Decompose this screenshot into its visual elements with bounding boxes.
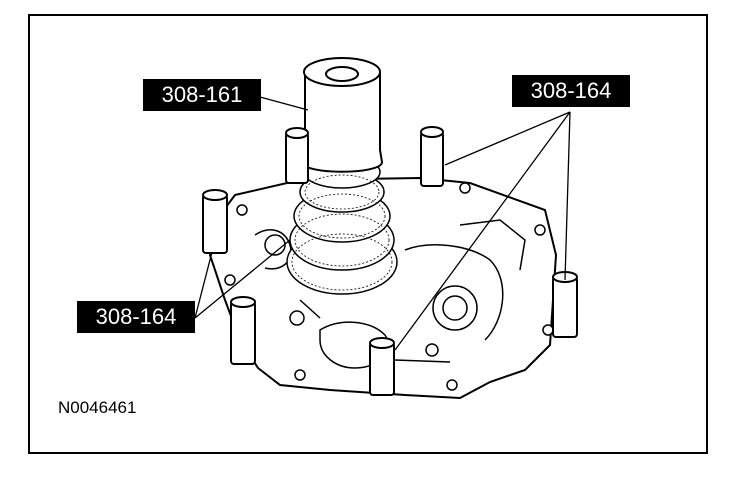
guide-pin-1	[202, 189, 228, 254]
case-bolt-holes	[224, 182, 554, 391]
leader-lines	[194, 96, 571, 351]
callout-tool-308-164-right: 308-164	[512, 75, 630, 107]
guide-pin-4	[230, 296, 256, 365]
guide-pin-2	[285, 127, 309, 184]
guide-pin-5	[369, 337, 395, 396]
gear-teeth	[291, 174, 393, 291]
tool-308-161	[300, 57, 384, 173]
figure-id: N0046461	[58, 398, 137, 417]
callout-tool-308-164-left: 308-164	[77, 301, 195, 333]
gear-stack	[286, 155, 398, 295]
guide-pin-6	[552, 271, 578, 338]
callout-tool-308-161: 308-161	[143, 79, 261, 111]
guide-pin-3	[420, 126, 444, 187]
